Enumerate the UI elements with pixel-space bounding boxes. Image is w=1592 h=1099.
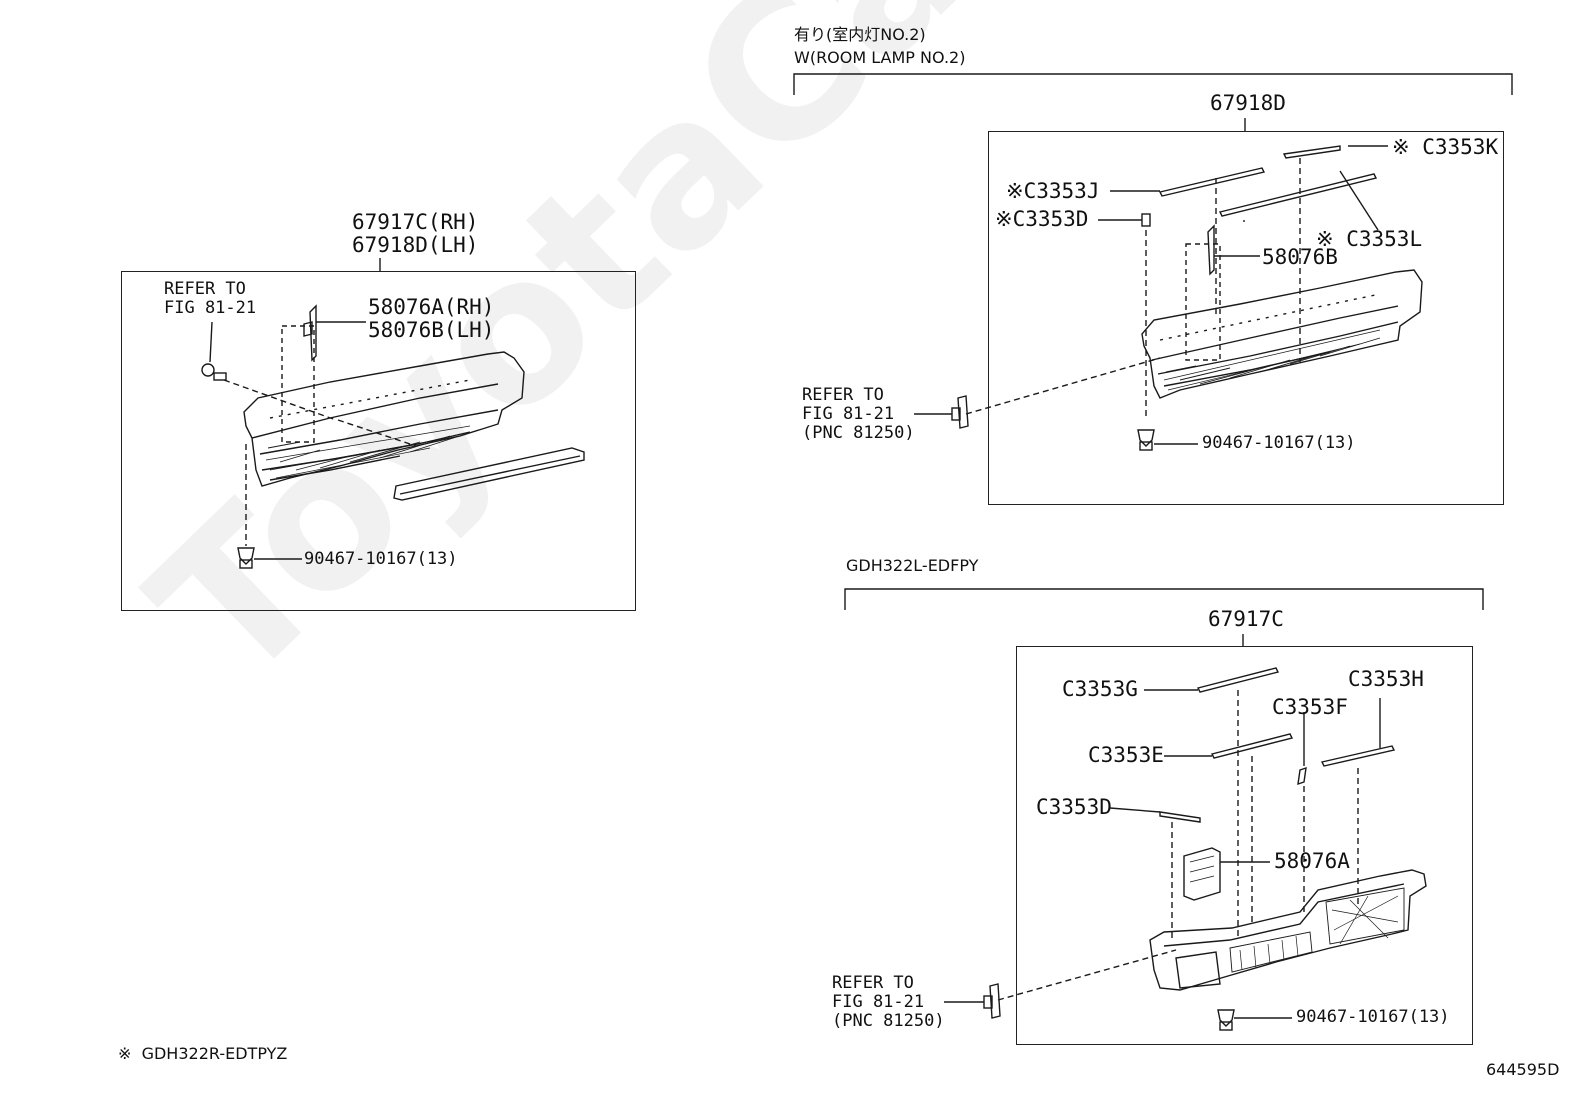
right-top-clip-label: 90467-10167(13) <box>1202 433 1356 453</box>
label-c3353k: ※ C3353K <box>1392 135 1499 159</box>
label-c3353l: ※ C3353L <box>1316 227 1423 251</box>
label-c3353h: C3353H <box>1348 667 1424 691</box>
section-bracket-gdh322l <box>844 588 1484 610</box>
label-c3353e: C3353E <box>1088 743 1164 767</box>
label-58076a-bottom: 58076A <box>1274 849 1350 873</box>
right-top-trim-panel-drawing <box>914 145 1423 451</box>
gdh322l-header: GDH322L-EDFPY <box>846 556 979 575</box>
right-bottom-refer-line3: (PNC 81250) <box>832 1011 945 1031</box>
left-trim-panel-drawing <box>201 304 585 569</box>
left-refer-line2: FIG 81-21 <box>164 298 257 318</box>
right-bottom-panel-frame <box>1016 646 1473 1045</box>
right-top-refer-line1: REFER TO <box>802 385 884 405</box>
left-clip-label: 90467-10167(13) <box>304 549 458 569</box>
label-c3353g: C3353G <box>1062 677 1138 701</box>
left-panel-frame <box>121 271 636 611</box>
room-lamp-header-en: W(ROOM LAMP NO.2) <box>794 48 966 67</box>
label-c3353j: ※C3353J <box>1006 179 1100 203</box>
label-c3353d-top: ※C3353D <box>995 207 1089 231</box>
label-c3353f: C3353F <box>1272 695 1348 719</box>
footnote: ※ GDH322R-EDTPYZ <box>118 1044 288 1063</box>
right-bottom-refer-line1: REFER TO <box>832 973 914 993</box>
left-title-rh: 67917C(RH) <box>352 210 479 234</box>
left-title-lh: 67918D(LH) <box>352 233 479 257</box>
left-refer-line1: REFER TO <box>164 279 246 299</box>
right-top-title: 67918D <box>1210 91 1286 115</box>
label-c3353d-bottom: C3353D <box>1036 795 1112 819</box>
label-58076b-top: 58076B <box>1262 245 1338 269</box>
right-bottom-clip-label: 90467-10167(13) <box>1296 1007 1450 1027</box>
right-bottom-title: 67917C <box>1208 607 1284 631</box>
right-top-refer-line3: (PNC 81250) <box>802 423 915 443</box>
diagram-id: 644595D <box>1486 1060 1560 1079</box>
left-part-58076a: 58076A(RH) <box>368 295 495 319</box>
left-part-58076b: 58076B(LH) <box>368 318 495 342</box>
room-lamp-header-jp: 有り(室内灯NO.2) <box>794 25 926 44</box>
section-bracket-room-lamp <box>793 73 1513 95</box>
right-bottom-refer-line2: FIG 81-21 <box>832 992 925 1012</box>
right-top-refer-line2: FIG 81-21 <box>802 404 895 424</box>
right-top-panel-frame <box>988 131 1504 505</box>
right-bottom-trim-panel-drawing <box>944 667 1427 1031</box>
